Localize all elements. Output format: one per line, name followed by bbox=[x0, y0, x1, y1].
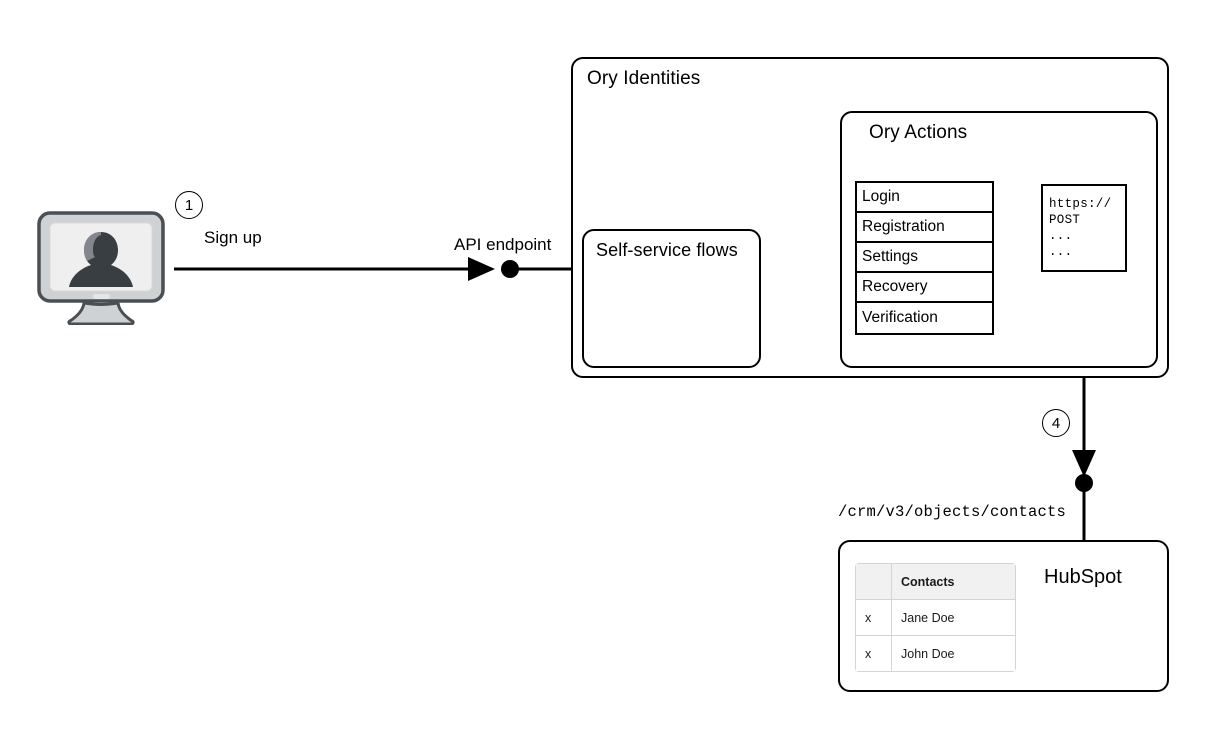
api-endpoint-dot bbox=[501, 260, 519, 278]
hubspot-contacts-table: Contacts x Jane Doe x John Doe bbox=[855, 563, 1016, 672]
table-header-contacts: Contacts bbox=[891, 563, 1016, 600]
row-select-marker[interactable]: x bbox=[855, 635, 892, 672]
flow-item-registration[interactable]: Registration bbox=[857, 213, 992, 243]
ory-actions-title: Ory Actions bbox=[869, 122, 968, 143]
label-api-endpoint: API endpoint bbox=[454, 235, 552, 254]
webhook-code-box: https:// POST ... ... bbox=[1041, 184, 1127, 272]
self-service-flows-box bbox=[582, 229, 761, 368]
step-badge-1: 1 bbox=[175, 191, 203, 219]
table-row[interactable]: x John Doe bbox=[855, 635, 1016, 672]
webhook-line-url: https:// bbox=[1049, 197, 1112, 211]
webhook-line-body-1: ... bbox=[1049, 229, 1073, 243]
ory-identities-title: Ory Identities bbox=[587, 68, 701, 89]
ory-actions-flow-list: Login Registration Settings Recovery Ver… bbox=[855, 181, 994, 335]
hubspot-label: HubSpot bbox=[1044, 566, 1122, 588]
table-header-row: Contacts bbox=[855, 563, 1016, 600]
flow-item-login[interactable]: Login bbox=[857, 183, 992, 213]
row-select-marker[interactable]: x bbox=[855, 599, 892, 636]
flow-item-settings[interactable]: Settings bbox=[857, 243, 992, 273]
table-header-select bbox=[855, 563, 892, 600]
flow-item-verification[interactable]: Verification bbox=[857, 303, 992, 333]
user-monitor-icon bbox=[37, 211, 165, 325]
label-sign-up: Sign up bbox=[204, 228, 262, 247]
self-service-flows-title: Self-service flows bbox=[596, 240, 738, 260]
row-contact-name: John Doe bbox=[891, 635, 1016, 672]
flow-item-recovery[interactable]: Recovery bbox=[857, 273, 992, 303]
row-contact-name: Jane Doe bbox=[891, 599, 1016, 636]
label-crm-path: /crm/v3/objects/contacts bbox=[838, 503, 1067, 521]
webhook-line-method: POST bbox=[1049, 213, 1081, 227]
webhook-line-body-2: ... bbox=[1049, 245, 1073, 259]
table-row[interactable]: x Jane Doe bbox=[855, 599, 1016, 636]
step-badge-4: 4 bbox=[1042, 409, 1070, 437]
